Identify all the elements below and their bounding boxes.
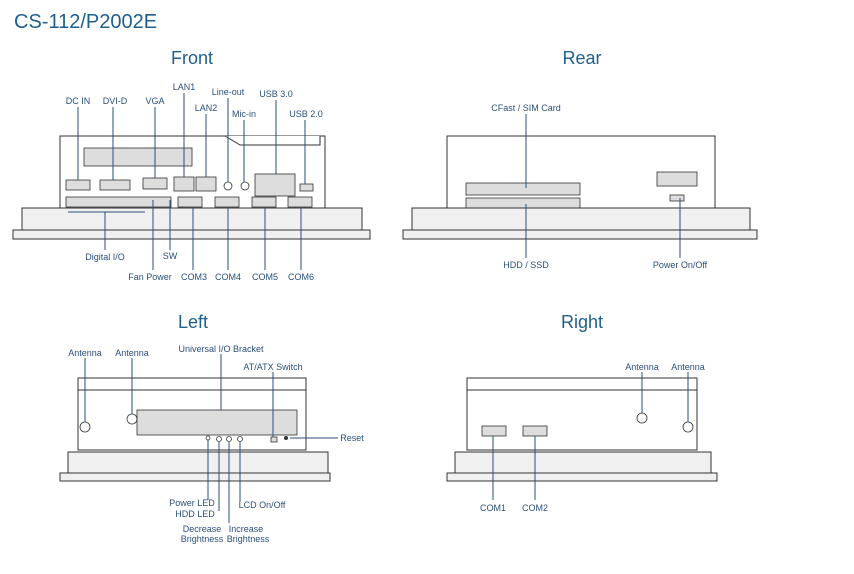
label-com2: COM2 bbox=[522, 503, 548, 513]
label-digital-io: Digital I/O bbox=[85, 252, 125, 262]
label-at-atx-switch: AT/ATX Switch bbox=[243, 362, 302, 372]
label-lcd-onoff: LCD On/Off bbox=[239, 500, 286, 510]
label-universal-io-bracket: Universal I/O Bracket bbox=[178, 344, 264, 354]
label-lan1: LAN1 bbox=[173, 82, 196, 92]
label-vga: VGA bbox=[145, 96, 164, 106]
label-com5: COM5 bbox=[252, 272, 278, 282]
right-view-drawing bbox=[446, 372, 718, 500]
rear-heading: Rear bbox=[562, 48, 601, 68]
label-com3: COM3 bbox=[181, 272, 207, 282]
label-com6: COM6 bbox=[288, 272, 314, 282]
label-com1: COM1 bbox=[480, 503, 506, 513]
label-dvi-d: DVI-D bbox=[103, 96, 128, 106]
label-cfast-sim: CFast / SIM Card bbox=[491, 103, 561, 113]
label-power-led: Power LED bbox=[169, 498, 215, 508]
label-hdd-ssd: HDD / SSD bbox=[503, 260, 549, 270]
label-antenna-left-2: Antenna bbox=[115, 348, 149, 358]
label-reset: Reset bbox=[340, 433, 364, 443]
label-power-onoff: Power On/Off bbox=[653, 260, 708, 270]
label-decrease-brightness: Brightness bbox=[181, 534, 224, 544]
label-antenna-right-1: Antenna bbox=[625, 362, 659, 372]
right-heading: Right bbox=[561, 312, 603, 332]
label-mic-in: Mic-in bbox=[232, 109, 256, 119]
label-usb3: USB 3.0 bbox=[259, 89, 293, 99]
diagram-title: CS-112/P2002E bbox=[14, 11, 157, 33]
label-increase-brightness: Brightness bbox=[227, 534, 270, 544]
label-antenna-left-1: Antenna bbox=[68, 348, 102, 358]
label-usb2: USB 2.0 bbox=[289, 109, 323, 119]
label-lan2: LAN2 bbox=[195, 103, 218, 113]
label-dc-in: DC IN bbox=[66, 96, 91, 106]
left-heading: Left bbox=[178, 312, 208, 332]
label-line-out: Line-out bbox=[212, 87, 245, 97]
label-sw: SW bbox=[163, 251, 178, 261]
label-antenna-right-2: Antenna bbox=[671, 362, 705, 372]
label-increase: Increase bbox=[229, 524, 264, 534]
left-view-drawing bbox=[59, 354, 338, 523]
label-hdd-led: HDD LED bbox=[175, 509, 215, 519]
label-fan-power: Fan Power bbox=[128, 272, 172, 282]
rear-view-drawing bbox=[402, 114, 758, 258]
label-com4: COM4 bbox=[215, 272, 241, 282]
front-heading: Front bbox=[171, 48, 213, 68]
label-decrease: Decrease bbox=[183, 524, 222, 534]
front-view-drawing bbox=[12, 93, 371, 270]
